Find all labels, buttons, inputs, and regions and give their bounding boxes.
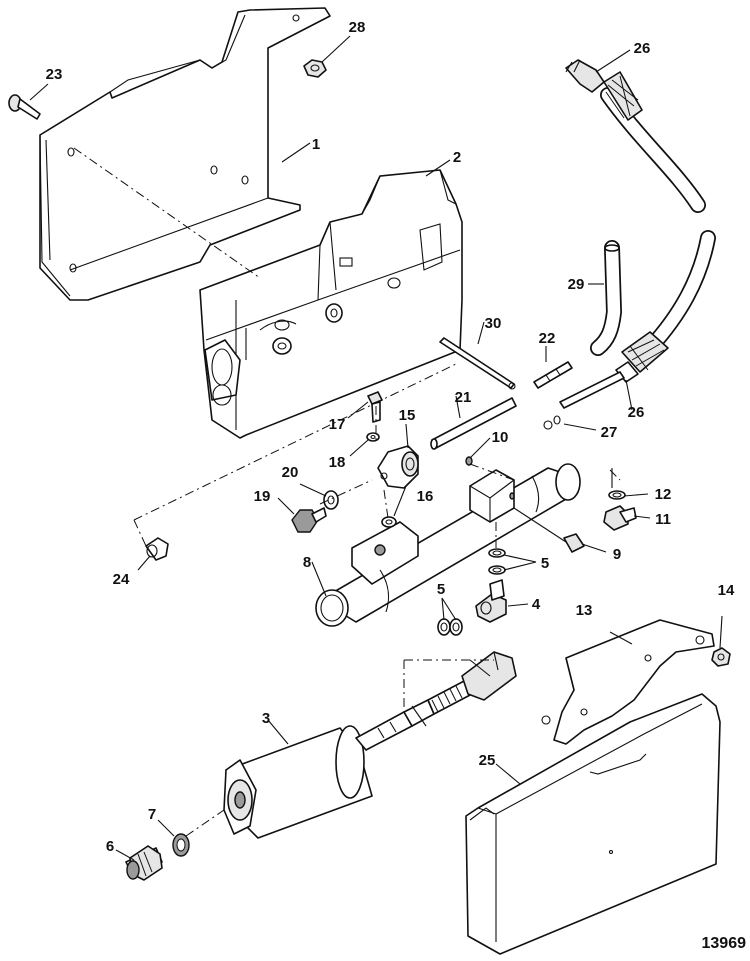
callout-9: 9	[613, 546, 621, 563]
callout-30: 30	[485, 315, 502, 332]
part-10-pin	[465, 456, 473, 466]
callout-10: 10	[492, 429, 509, 446]
callout-3: 3	[262, 710, 270, 727]
part-4-elbow-fitting	[475, 579, 507, 623]
leader-lines	[29, 35, 723, 861]
callout-4: 4	[532, 596, 541, 613]
callout-28: 28	[349, 19, 366, 36]
callout-15: 15	[399, 407, 416, 424]
callout-5-lower: 5	[437, 581, 445, 598]
callout-14: 14	[718, 582, 735, 599]
callout-18: 18	[329, 454, 346, 471]
part-21-tube	[430, 397, 517, 450]
callout-11: 11	[655, 511, 671, 528]
callout-23: 23	[46, 66, 63, 83]
callout-8: 8	[303, 554, 311, 571]
part-8-manifold	[315, 463, 581, 627]
part-17-bolt	[367, 391, 383, 423]
part-28-nut	[303, 59, 327, 78]
part-9-sensor	[513, 507, 585, 553]
part-30-rod	[439, 337, 516, 390]
part-2-housing	[199, 169, 463, 439]
callout-12: 12	[655, 486, 672, 503]
callout-17: 17	[329, 416, 346, 433]
part-23-screw	[8, 94, 41, 120]
part-20-washer	[323, 490, 339, 510]
part-18-washer	[366, 432, 380, 442]
part-15-regulator	[377, 445, 419, 489]
part-14-nut	[711, 647, 731, 667]
callout-25: 25	[479, 752, 496, 769]
callout-5-upper: 5	[541, 555, 549, 572]
part-13-mounting-plate	[541, 619, 715, 745]
part-19-screw	[291, 507, 327, 533]
callout-26-bottom: 26	[628, 404, 645, 421]
callout-19: 19	[254, 488, 271, 505]
part-7-o-ring	[172, 833, 190, 857]
callout-labels: 1 2 3 4 5 5 6 7 8 9 10 11 12 13 14 15 16…	[46, 19, 735, 855]
part-11-fitting	[603, 505, 637, 531]
callout-24: 24	[113, 571, 130, 588]
part-25-cover	[465, 693, 721, 955]
part-27-o-rings	[543, 415, 561, 430]
part-6-fitting	[125, 845, 163, 881]
callout-29: 29	[568, 276, 585, 293]
callout-16: 16	[417, 488, 434, 505]
part-16-clip	[381, 516, 397, 528]
part-24-plug	[145, 537, 169, 561]
callout-26-top: 26	[634, 40, 651, 57]
callout-7: 7	[148, 806, 156, 823]
callout-20: 20	[282, 464, 299, 481]
assembly-centerlines	[73, 147, 621, 837]
part-29-hose	[590, 240, 623, 356]
callout-22: 22	[539, 330, 556, 347]
callout-27: 27	[601, 424, 618, 441]
part-5-o-rings-upper	[488, 548, 506, 575]
callout-6: 6	[106, 838, 114, 855]
callout-2: 2	[453, 149, 461, 166]
part-5-o-rings-lower	[437, 618, 463, 636]
callout-21: 21	[455, 389, 472, 406]
part-12-o-ring	[608, 490, 626, 500]
part-22-stud	[533, 361, 573, 389]
part-1-mounting-bracket	[39, 7, 331, 301]
callout-13: 13	[576, 602, 593, 619]
part-26-braided-hose	[559, 59, 716, 409]
part-3-fuel-pump	[223, 651, 517, 839]
callout-1: 1	[312, 136, 320, 153]
figure-number: 13969	[702, 935, 747, 952]
